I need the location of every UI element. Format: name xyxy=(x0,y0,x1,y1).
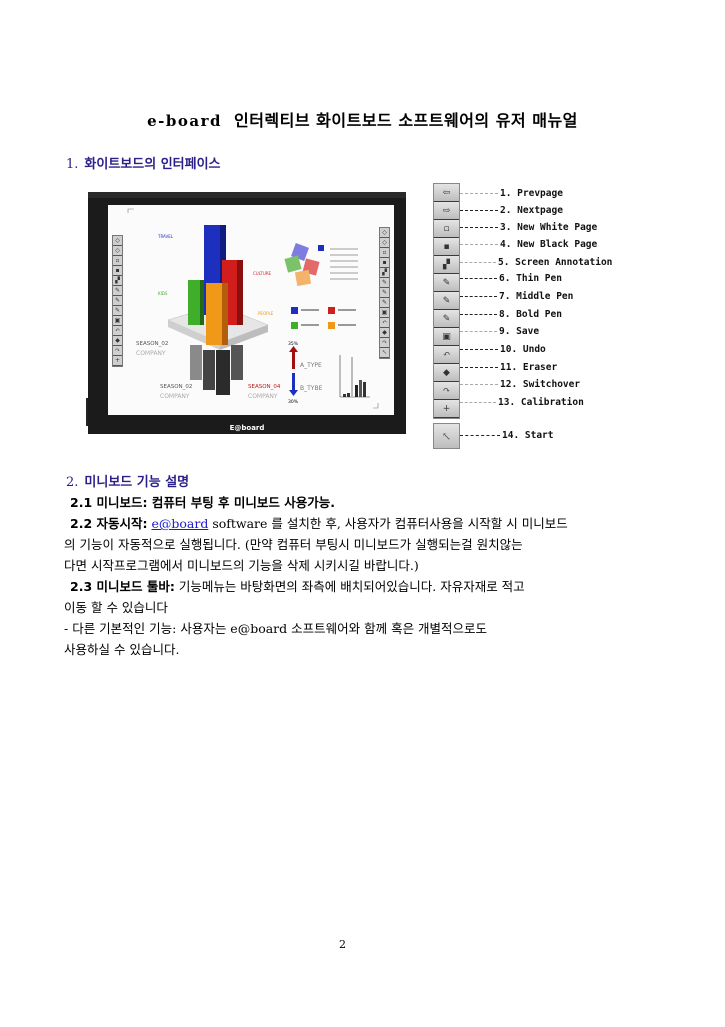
eboard-link[interactable]: e@board xyxy=(151,516,209,531)
section-1-heading: 1.화이트보드의 인터페이스 xyxy=(66,157,221,172)
legend-item-save: 9. Save xyxy=(460,324,539,338)
svg-text:PEOPLE: PEOPLE xyxy=(258,311,274,316)
document-title: e-board 인터렉티브 화이트보드 소프트웨어의 유저 매뉴얼 xyxy=(0,107,725,131)
legend-item-prevpage: 1. Prevpage xyxy=(460,186,563,200)
legend-item-screen-annotation: 5. Screen Annotation xyxy=(460,255,612,269)
calibration-icon: + xyxy=(434,400,459,418)
svg-text:TRAVEL: TRAVEL xyxy=(157,234,174,239)
item-2-2-line3: 다면 시작프로그램에서 미니보드의 기능을 삭제 시키시길 바랍니다.) xyxy=(64,558,419,573)
legend-item-middle-pen: 7. Middle Pen xyxy=(460,289,573,303)
title-brand: e-board xyxy=(147,112,222,130)
other-functions-line2: 사용하실 수 있습니다. xyxy=(64,642,180,657)
infographic-3d-bars: TRAVEL CULTURE KIDS PEOPLE SEASON_02 COM… xyxy=(127,208,379,409)
legend-item-thin-pen: 6. Thin Pen xyxy=(460,271,562,285)
board-right-toolbar: ◇◇▫▪▞✎✎✎▣↶◆↷↖ xyxy=(379,227,390,359)
legend-item-eraser: 11. Eraser xyxy=(460,360,557,374)
title-text: 인터렉티브 화이트보드 소프트웨어의 유저 매뉴얼 xyxy=(233,111,578,130)
svg-text:SEASON_02: SEASON_02 xyxy=(136,341,168,347)
item-2-3-line2: 이동 할 수 있습니다 xyxy=(64,600,168,615)
svg-text:COMPANY: COMPANY xyxy=(248,393,278,400)
legend-item-switchover: 12. Switchover xyxy=(460,377,580,391)
svg-text:SEASON_04: SEASON_04 xyxy=(248,384,281,390)
legend-item-calibration: 13. Calibration xyxy=(460,395,584,409)
whiteboard-screen: ◇◇▫▪▞✎✎✎▣↶◆↷+ ◇◇▫▪▞✎✎✎▣↶◆↷↖ xyxy=(108,205,394,415)
item-2-2-line1: 2.2 자동시작: e@board software 를 설치한 후, 사용자가… xyxy=(70,516,568,531)
switchover-icon: ↷ xyxy=(434,382,459,400)
undo-icon: ↶ xyxy=(434,346,459,364)
svg-text:COMPANY: COMPANY xyxy=(136,350,166,357)
legend-item-new-black-page: 4. New Black Page xyxy=(460,237,597,251)
start-cursor-icon: ↖ xyxy=(433,423,460,449)
item-2-1: 2.1 미니보드: 컴퓨터 부팅 후 미니보드 사용가능. xyxy=(70,495,336,510)
board-brand-logo: E@board xyxy=(229,424,265,432)
svg-text:B_TYBE: B_TYBE xyxy=(300,385,323,392)
thin-pen-icon: ✎ xyxy=(434,274,459,292)
svg-text:30%: 30% xyxy=(288,399,299,405)
white-page-icon: ▫ xyxy=(434,220,459,238)
svg-text:A_TYPE: A_TYPE xyxy=(300,362,322,369)
whiteboard-image: ◇◇▫▪▞✎✎✎▣↶◆↷+ ◇◇▫▪▞✎✎✎▣↶◆↷↖ xyxy=(88,192,406,434)
legend-item-nextpage: 2. Nextpage xyxy=(460,203,563,217)
bold-pen-icon: ✎ xyxy=(434,310,459,328)
svg-text:35%: 35% xyxy=(288,341,299,347)
other-functions-line1: - 다른 기본적인 기능: 사용자는 e@board 소프트웨어와 함께 혹은 … xyxy=(64,621,488,636)
prev-page-icon: ⇦ xyxy=(434,184,459,202)
section-2-heading: 2.미니보드 기능 설명 xyxy=(66,475,190,490)
page-number: 2 xyxy=(339,938,346,951)
legend-item-new-white-page: 3. New White Page xyxy=(460,220,597,234)
black-page-icon: ▪ xyxy=(434,238,459,256)
legend-item-start: 14. Start xyxy=(460,428,553,442)
screen-annotation-icon: ▞ xyxy=(434,256,459,274)
board-stand xyxy=(86,398,88,426)
eraser-icon: ◆ xyxy=(434,364,459,382)
legend-item-undo: 10. Undo xyxy=(460,342,546,356)
svg-text:SEASON_02: SEASON_02 xyxy=(160,384,192,390)
board-left-toolbar: ◇◇▫▪▞✎✎✎▣↶◆↷+ xyxy=(112,235,123,367)
toolbar-legend-strip: ⇦ ⇨ ▫ ▪ ▞ ✎ ✎ ✎ ▣ ↶ ◆ ↷ + xyxy=(433,183,460,419)
item-2-2-line2: 의 기능이 자동적으로 실행됩니다. (만약 컴퓨터 부팅시 미니보드가 실행되… xyxy=(64,537,523,552)
item-2-3-line1: 2.3 미니보드 툴바: 기능메뉴는 바탕화면의 좌측에 배치되어있습니다. 자… xyxy=(70,579,525,594)
svg-text:CULTURE: CULTURE xyxy=(253,271,272,276)
legend-item-bold-pen: 8. Bold Pen xyxy=(460,307,562,321)
save-icon: ▣ xyxy=(434,328,459,346)
next-page-icon: ⇨ xyxy=(434,202,459,220)
svg-text:KIDS: KIDS xyxy=(158,291,168,296)
svg-text:COMPANY: COMPANY xyxy=(160,393,190,400)
middle-pen-icon: ✎ xyxy=(434,292,459,310)
